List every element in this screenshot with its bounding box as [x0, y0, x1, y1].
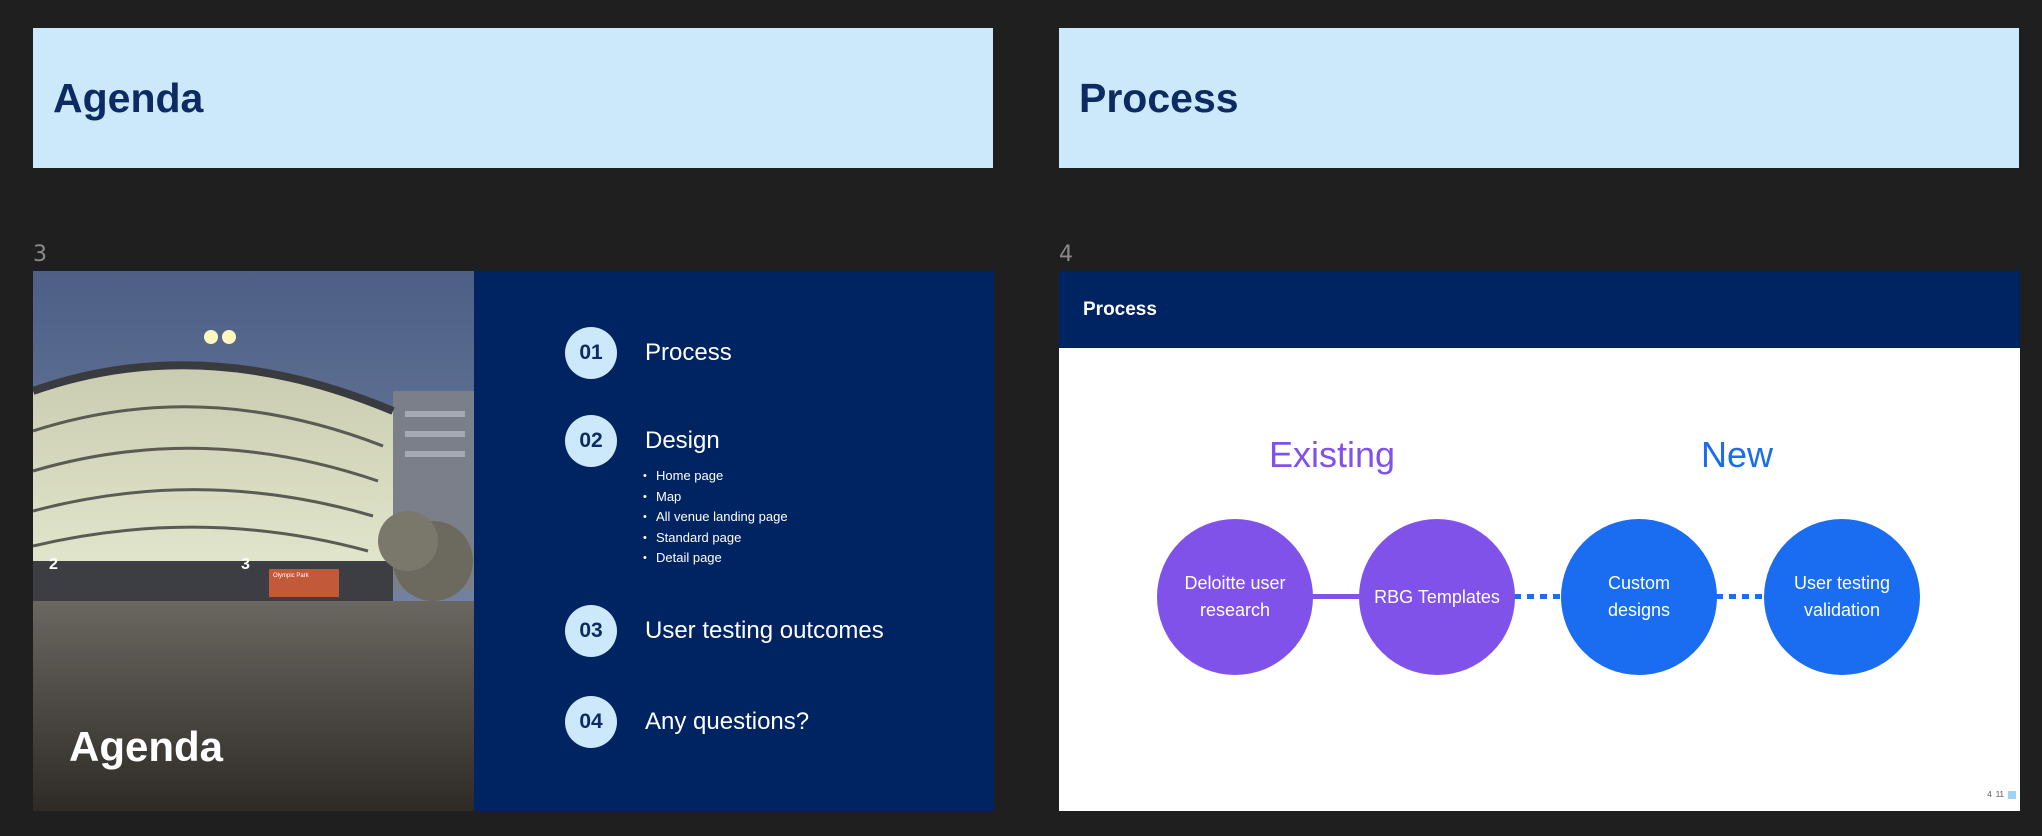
section-title: Agenda — [53, 75, 203, 122]
agenda-item-label: Design — [645, 427, 720, 455]
footer-total: 11 — [1996, 790, 2004, 799]
process-step-circle: Deloitte user research — [1157, 519, 1313, 675]
photo-title: Agenda — [69, 723, 223, 771]
section-card-process[interactable]: Process — [1059, 28, 2019, 168]
platform-number: 2 — [49, 556, 58, 573]
agenda-number-badge: 04 — [565, 696, 617, 748]
footer-page: 4 — [1987, 790, 1991, 799]
agenda-number-badge: 02 — [565, 415, 617, 467]
process-step-label: User testing validation — [1778, 570, 1906, 624]
section-card-agenda[interactable]: Agenda — [33, 28, 993, 168]
process-step-label: RBG Templates — [1374, 584, 1500, 611]
agenda-panel: 01 Process 02 Design Home page Map All v… — [474, 271, 994, 811]
slide-number: 3 — [33, 242, 47, 267]
agenda-item-label: Any questions? — [645, 708, 809, 736]
agenda-item-label: Process — [645, 339, 732, 367]
process-step-circle: Custom designs — [1561, 519, 1717, 675]
process-step-label: Deloitte user research — [1171, 570, 1299, 624]
process-step-label: Custom designs — [1575, 570, 1703, 624]
platform-number: 3 — [241, 556, 250, 573]
agenda-item-questions: 04 Any questions? — [565, 696, 809, 748]
design-sublist: Home page Map All venue landing page Sta… — [643, 466, 788, 569]
agenda-item-design: 02 Design — [565, 415, 720, 467]
slide-header: Process — [1059, 271, 2020, 348]
slide-footer: 4 11 — [1987, 790, 2016, 799]
agenda-item-process: 01 Process — [565, 327, 732, 379]
station-photo: Olympic Park 2 3 Agenda — [33, 271, 474, 811]
agenda-number-badge: 03 — [565, 605, 617, 657]
sign-text: Olympic Park — [273, 573, 310, 579]
agenda-item-user-testing: 03 User testing outcomes — [565, 605, 884, 657]
new-heading: New — [1701, 434, 1773, 476]
dashed-connector — [1514, 594, 1564, 599]
slide-header-title: Process — [1083, 299, 1157, 321]
list-item: Standard page — [643, 528, 788, 549]
existing-heading: Existing — [1269, 434, 1395, 476]
list-item: Detail page — [643, 548, 788, 569]
dashed-connector — [1716, 594, 1766, 599]
footer-logo-icon — [2008, 791, 2016, 799]
list-item: Home page — [643, 466, 788, 487]
section-title: Process — [1079, 75, 1239, 122]
list-item: All venue landing page — [643, 507, 788, 528]
slide-number: 4 — [1059, 242, 1073, 267]
slide-3-thumbnail[interactable]: Olympic Park 2 3 Agenda 01 Process 02 De… — [33, 271, 994, 811]
solid-connector — [1312, 594, 1362, 599]
process-step-circle: RBG Templates — [1359, 519, 1515, 675]
slide-4-thumbnail[interactable]: Process Existing New Deloitte user resea… — [1059, 271, 2020, 811]
list-item: Map — [643, 487, 788, 508]
agenda-number-badge: 01 — [565, 327, 617, 379]
process-step-circle: User testing validation — [1764, 519, 1920, 675]
agenda-item-label: User testing outcomes — [645, 617, 884, 645]
